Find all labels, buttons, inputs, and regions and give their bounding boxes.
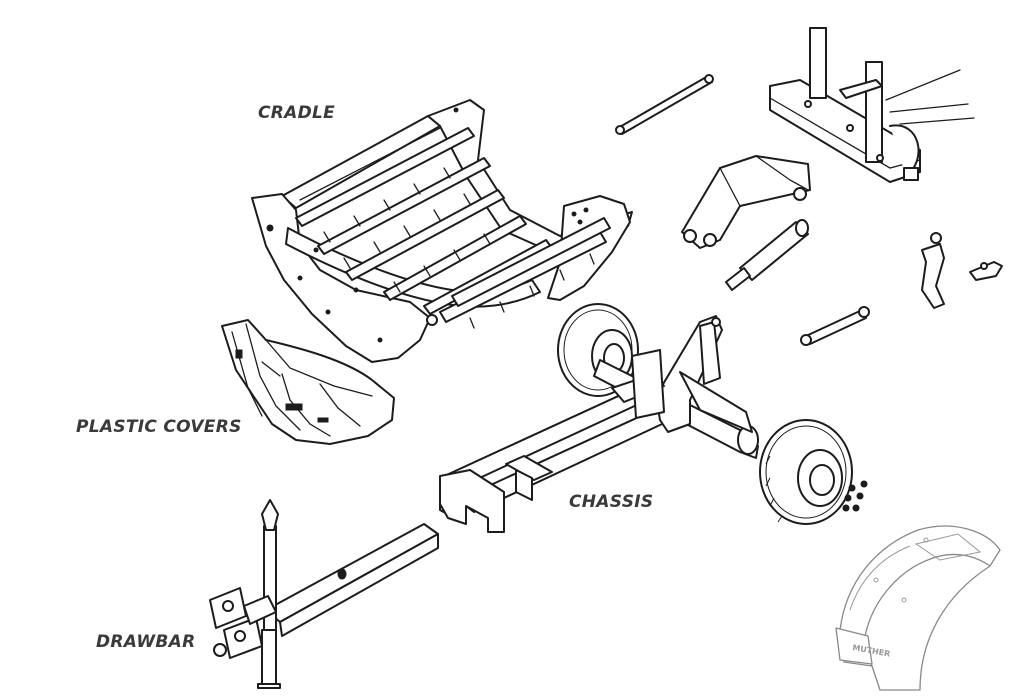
plastic-covers-assembly <box>221 319 395 445</box>
chassis-label: CHASSIS <box>569 492 654 512</box>
hitch-bar-part <box>615 27 975 183</box>
plastic-covers-label: PLASTIC COVERS <box>76 417 242 437</box>
cradle-label: CRADLE <box>258 103 336 123</box>
fender-part: MUTHER <box>835 525 1001 691</box>
drawbar-assembly <box>209 499 439 689</box>
drawbar-label: DRAWBAR <box>96 632 196 652</box>
bracket-part <box>681 155 811 291</box>
cradle-assembly <box>251 99 633 363</box>
chassis-assembly <box>439 303 868 533</box>
small-hardware-parts <box>800 232 1003 346</box>
